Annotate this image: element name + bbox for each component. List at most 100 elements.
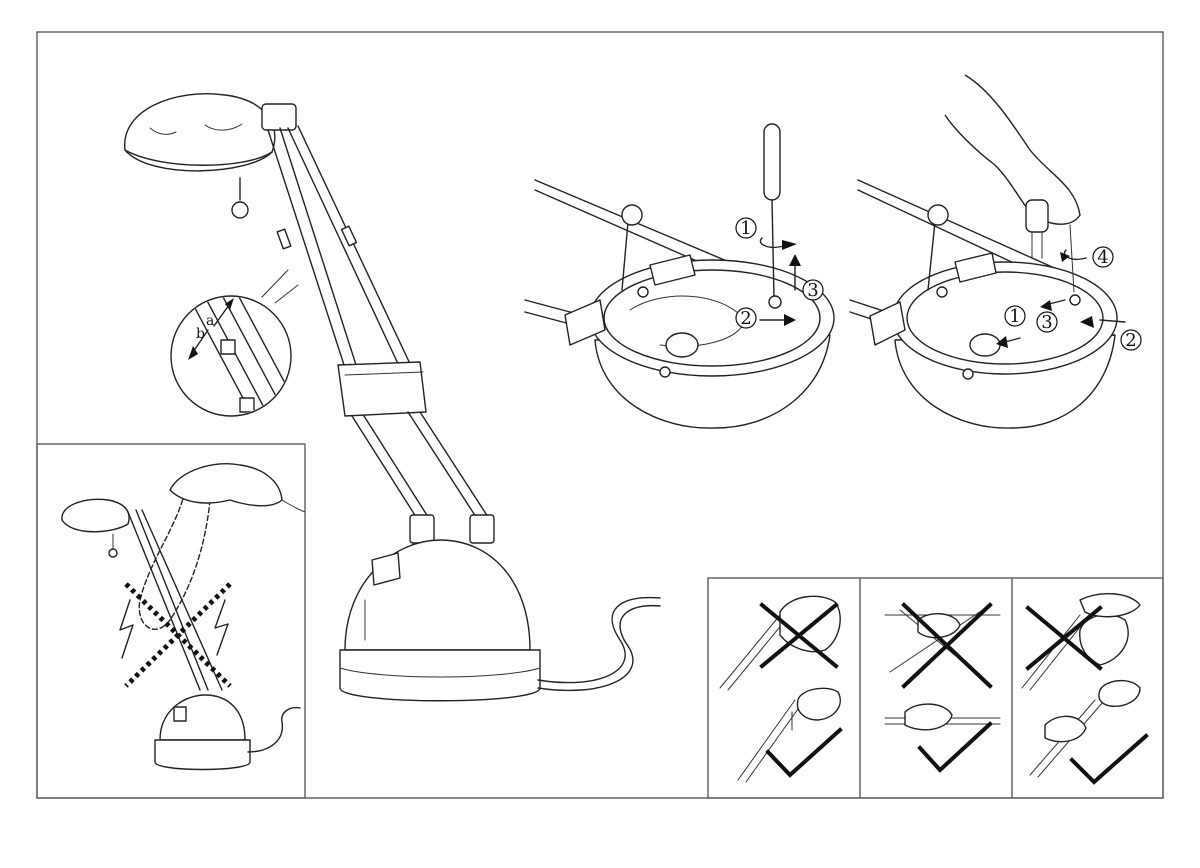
- p3-check-icon: [1069, 733, 1149, 785]
- arrow-b-shaft: [192, 329, 209, 353]
- pull-knob: [231, 201, 249, 219]
- bulb-install-diagram: 1 2 3 4: [849, 74, 1142, 429]
- hand-holding-chain: [169, 463, 283, 507]
- step-label-1: 1: [740, 218, 751, 239]
- halogen-bulb: [1025, 199, 1049, 233]
- panel-1: [719, 595, 843, 783]
- step-label-3: 3: [1041, 312, 1052, 333]
- wrist-line: [281, 499, 306, 513]
- p1-cross-2: [759, 602, 839, 669]
- slide-arrow-head: [784, 314, 796, 326]
- top-bracket: [954, 252, 997, 283]
- arrow-1-head: [996, 336, 1008, 348]
- power-cable: [537, 596, 661, 684]
- shade-hinge: [261, 103, 297, 131]
- arrow-2-head: [1080, 316, 1094, 328]
- mini-knob: [108, 548, 118, 558]
- screwdriver-handle: [763, 123, 781, 201]
- hinge-bracket: [564, 299, 606, 346]
- shade-rim-inner: [906, 271, 1104, 365]
- bulb-holder: [665, 332, 699, 358]
- step-circle-3: [802, 279, 824, 301]
- mini-switch: [173, 706, 187, 722]
- p1-arm-1: [719, 614, 781, 689]
- base-hinge-right: [469, 514, 495, 544]
- p1-arm-3: [737, 699, 796, 781]
- detail-leader-1: [261, 269, 289, 298]
- shade-vent-1: [149, 127, 177, 135]
- step-label-3: 3: [807, 280, 818, 301]
- shade-rim-inner: [603, 269, 821, 367]
- mini-cable: [247, 706, 301, 753]
- hanging-chain: [138, 491, 211, 630]
- rotate-arrow-head: [1060, 252, 1070, 262]
- arm-collar: [337, 361, 427, 417]
- hand-with-bulb: [944, 74, 1081, 225]
- mini-arm-1: [127, 511, 201, 691]
- holder-screw: [962, 368, 974, 380]
- rocker-switch: [371, 552, 401, 586]
- detail-tube-4: [229, 297, 290, 415]
- top-bracket: [649, 254, 696, 286]
- arm-rod-1: [857, 179, 1071, 276]
- detail-circle: [170, 295, 292, 417]
- step-circle-1: [1004, 305, 1026, 327]
- arrow-3-head: [1040, 300, 1052, 311]
- p2-hand: [917, 613, 961, 639]
- target-screw: [1069, 294, 1081, 306]
- arm-rod-1: [534, 179, 761, 276]
- p1-arm-2: [727, 616, 789, 691]
- target-screw: [768, 295, 782, 309]
- label-a: a: [206, 313, 214, 329]
- upper-arm-b: [279, 127, 358, 369]
- mini-plinth: [154, 739, 251, 771]
- arrow-b-head: [188, 346, 198, 360]
- lower-arm-c: [407, 411, 479, 521]
- step-circle-3: [1036, 311, 1058, 333]
- arrow-2-shaft: [1099, 319, 1126, 323]
- arm-sleeve-2: [340, 225, 358, 247]
- arm-sleeve-1: [276, 228, 292, 250]
- step-circle-2: [1120, 329, 1142, 351]
- rotate-arrow-head: [782, 240, 797, 250]
- mini-arm-2: [135, 509, 209, 691]
- bulb-removal-diagram: 1 2 3: [524, 123, 835, 429]
- outer-frame: [36, 31, 1164, 799]
- arrow-a-shaft: [213, 304, 230, 327]
- panel-2: [884, 602, 1001, 773]
- plinth-line: [339, 667, 541, 678]
- shade-rim: [124, 149, 273, 166]
- upper-arm-a: [267, 129, 346, 369]
- p1-check-icon: [765, 727, 843, 778]
- holder-screw: [659, 366, 671, 378]
- detail-sleeve: [220, 339, 236, 355]
- lower-arm-a: [351, 415, 419, 521]
- p3-arm-1: [1021, 614, 1081, 689]
- knob-stem: [621, 221, 629, 291]
- lower-arm-d: [419, 411, 491, 521]
- dotted-x-stroke-2: [124, 582, 232, 688]
- step-label-2: 2: [740, 308, 751, 329]
- base-dome: [344, 539, 531, 651]
- step-label-4: 4: [1097, 247, 1108, 268]
- detail-sleeve-2: [239, 397, 255, 413]
- step-circle-1: [735, 217, 757, 239]
- rotate-arrow: [1063, 249, 1087, 260]
- bulb-holder: [969, 333, 1001, 357]
- main-lamp: [124, 93, 661, 702]
- knob-ball: [927, 204, 949, 226]
- rotate-arrow: [759, 237, 785, 248]
- knob-ball: [621, 204, 643, 226]
- lower-arm-b: [363, 415, 431, 521]
- dos-and-donts-panels: [707, 577, 1164, 799]
- shade-vent-2: [204, 123, 243, 131]
- shade-rim-outer: [589, 259, 835, 377]
- p1-arm-4: [745, 701, 804, 783]
- screwdriver-shaft: [771, 199, 775, 299]
- detail-leader-2: [274, 284, 299, 304]
- base-hinge-left: [409, 514, 435, 544]
- rim-screw-left: [637, 286, 649, 298]
- p3-cross-2: [1025, 605, 1103, 671]
- mini-base-dome: [159, 694, 246, 741]
